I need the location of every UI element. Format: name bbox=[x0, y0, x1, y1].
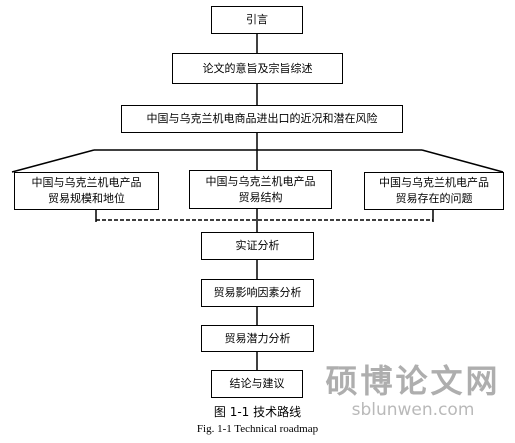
figure-caption-en: Fig. 1-1 Technical roadmap bbox=[196, 423, 319, 435]
node-factors-label: 贸易影响因素分析 bbox=[213, 286, 302, 299]
node-intro-label: 引言 bbox=[246, 13, 268, 26]
node-potential-label: 贸易潜力分析 bbox=[224, 331, 291, 345]
node-trade-overview-label: 中国与乌克兰机电商品进出口的近况和潜在风险 bbox=[146, 112, 378, 125]
node-scale-position-line1: 中国与乌克兰机电产品 bbox=[31, 176, 142, 189]
node-problems: 中国与乌克兰机电产品 贸易存在的问题 bbox=[364, 172, 504, 210]
node-problems-line2: 贸易存在的问题 bbox=[395, 192, 473, 205]
node-empirical-label: 实证分析 bbox=[235, 239, 280, 252]
node-significance-label: 论文的意旨及宗旨综述 bbox=[202, 61, 313, 75]
node-significance: 论文的意旨及宗旨综述 bbox=[172, 53, 343, 84]
node-structure-line2: 贸易结构 bbox=[238, 190, 283, 204]
node-scale-position-line2: 贸易规模和地位 bbox=[48, 192, 125, 205]
node-empirical: 实证分析 bbox=[201, 232, 314, 260]
node-structure-line1: 中国与乌克兰机电产品 bbox=[205, 174, 316, 188]
node-factors: 贸易影响因素分析 bbox=[201, 279, 314, 307]
watermark: 硕博论文网 sblunwen.com bbox=[318, 362, 508, 420]
node-intro: 引言 bbox=[211, 6, 303, 34]
node-conclusion: 结论与建议 bbox=[211, 370, 303, 398]
node-structure: 中国与乌克兰机电产品 贸易结构 bbox=[189, 170, 332, 209]
node-trade-overview: 中国与乌克兰机电商品进出口的近况和潜在风险 bbox=[121, 105, 403, 133]
node-problems-line1: 中国与乌克兰机电产品 bbox=[379, 176, 489, 189]
figure-caption-cn: 图 1-1 技术路线 bbox=[213, 405, 302, 419]
watermark-url: sblunwen.com bbox=[351, 400, 475, 420]
node-scale-position: 中国与乌克兰机电产品 贸易规模和地位 bbox=[14, 172, 159, 210]
node-potential: 贸易潜力分析 bbox=[201, 325, 314, 352]
watermark-text-cn: 硕博论文网 bbox=[325, 362, 501, 400]
node-conclusion-label: 结论与建议 bbox=[229, 377, 285, 390]
